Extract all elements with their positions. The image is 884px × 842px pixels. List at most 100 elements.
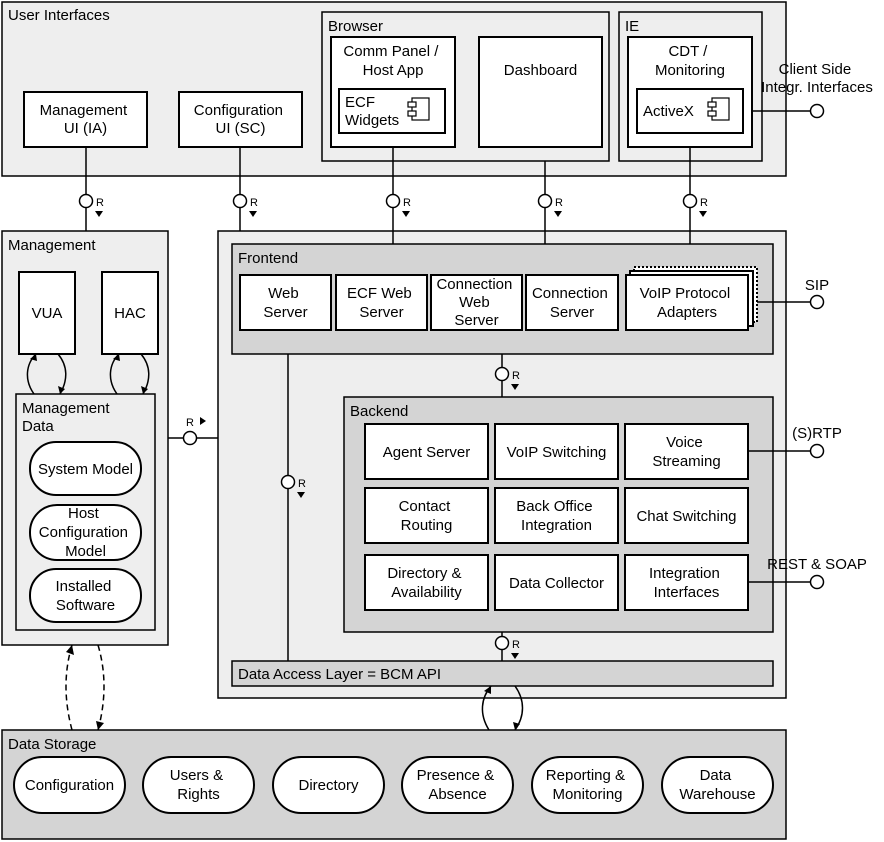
management-ui-label: Management UI (IA) [40, 102, 132, 137]
data-collector-label: Data Collector [509, 575, 604, 592]
port-circle [182, 430, 198, 446]
port-circle [537, 193, 553, 209]
port-arrow-down [511, 653, 519, 659]
connection-web-server-label-line: Server [454, 312, 498, 329]
client-side-label: Client Side Integr. Interfaces [761, 61, 873, 96]
comm-panel-label-line: Host App [363, 62, 424, 79]
port-arrow-right [200, 417, 206, 425]
cdt-monitoring-label-line: CDT / [668, 43, 708, 60]
storage-data-warehouse-label-line: Data [700, 767, 732, 784]
web-server-label-line: Web [268, 285, 299, 302]
integration-interfaces-box [624, 554, 749, 611]
port-circle [682, 193, 698, 209]
back-office-integration-label: Back Office Integration [516, 498, 597, 534]
directory-availability-box [364, 554, 489, 611]
comm-panel-label: Comm Panel / Host App [343, 43, 442, 79]
storage-presence-absence-box [401, 756, 514, 814]
port-label: R [186, 417, 194, 429]
interface-endpoint [809, 443, 825, 459]
data-collector-box [494, 554, 619, 611]
integration-interfaces-label: Integration Interfaces [649, 565, 724, 601]
interface-endpoint [809, 574, 825, 590]
port-arrow-down [297, 492, 305, 498]
storage-presence-absence-label-line: Presence & [417, 767, 495, 784]
host-config-model-box [29, 504, 142, 561]
component-icon [707, 97, 730, 121]
ecf-widgets-label: ECF Widgets [345, 94, 399, 129]
installed-software-label: Installed Software [55, 578, 115, 614]
storage-reporting-monitoring-label-line: Monitoring [552, 786, 622, 803]
vua-box [18, 271, 76, 355]
port-circle [280, 474, 296, 490]
dashboard-box [478, 36, 603, 148]
storage-data-warehouse-box [661, 756, 774, 814]
sip-label: SIP [805, 277, 829, 294]
voice-streaming-label: Voice Streaming [652, 434, 720, 470]
ecf-web-server-label-line: Server [359, 304, 403, 321]
port-arrow-down [402, 211, 410, 217]
rest-soap-label: REST & SOAP [767, 556, 867, 573]
system-model-box [29, 441, 142, 496]
port-label: R [250, 197, 258, 209]
voip-protocol-adapters-box [625, 274, 749, 331]
web-server-box [239, 274, 332, 331]
connection-web-server-box [430, 274, 523, 331]
agent-server-label: Agent Server [383, 444, 471, 461]
installed-software-label-line: Installed [55, 578, 111, 595]
interface-endpoint [809, 103, 825, 119]
client-side-label-line: Client Side [779, 61, 852, 78]
storage-users-rights-box [142, 756, 255, 814]
ecf-widgets-label-line: ECF [345, 94, 375, 111]
chat-switching-label: Chat Switching [636, 508, 736, 525]
connection-web-server-label: Connection Web Server [436, 276, 516, 329]
ports: R R R R R R R R R [78, 193, 708, 659]
connectors [85, 110, 811, 661]
port-label: R [512, 370, 520, 382]
voip-protocol-adapters-label-line: VoIP Protocol [640, 285, 731, 302]
storage-directory-label: Directory [298, 777, 359, 794]
system-model-label: System Model [38, 461, 133, 478]
port-arrow-down [95, 211, 103, 217]
storage-configuration-label: Configuration [25, 777, 114, 794]
cdt-monitoring-label: CDT / Monitoring [655, 43, 725, 79]
port-circle [494, 366, 510, 382]
storage-reporting-monitoring-label: Reporting & Monitoring [546, 767, 629, 803]
configuration-ui-box [178, 91, 303, 148]
port-circle [494, 635, 510, 651]
connection-web-server-label-line: Connection [436, 276, 512, 293]
group-data-storage-title: Data Storage [8, 736, 96, 753]
group-backend-title: Backend [350, 403, 408, 420]
group-frontend-title: Frontend [238, 250, 298, 267]
connection-server-label-line: Connection [532, 285, 608, 302]
port-label: R [96, 197, 104, 209]
cdt-monitoring-label-line: Monitoring [655, 62, 725, 79]
port-arrow-down [554, 211, 562, 217]
chat-switching-box [624, 487, 749, 544]
storage-presence-absence-label-line: Absence [428, 786, 486, 803]
port-arrow-down [699, 211, 707, 217]
group-ie-title: IE [625, 18, 639, 35]
group-management-data-title-line: Management [22, 400, 110, 417]
voip-protocol-adapters-label: VoIP Protocol Adapters [640, 285, 735, 321]
external-interfaces: Client Side Integr. Interfaces SIP (S)RT… [761, 61, 873, 590]
group-data-access-layer-title: Data Access Layer = BCM API [238, 666, 441, 683]
back-office-integration-label-line: Integration [521, 517, 592, 534]
storage-users-rights-label-line: Users & [170, 767, 223, 784]
storage-reporting-monitoring-box [531, 756, 644, 814]
connection-server-label: Connection Server [532, 285, 612, 321]
web-server-label: Web Server [263, 285, 307, 321]
dashboard-label: Dashboard [504, 62, 577, 79]
port-circle [385, 193, 401, 209]
sync-arrows [26, 353, 150, 395]
ecf-web-server-label-line: ECF Web [347, 285, 412, 302]
port-label: R [512, 639, 520, 651]
storage-configuration-box [13, 756, 126, 814]
contact-routing-label-line: Routing [401, 517, 453, 534]
back-office-integration-label-line: Back Office [516, 498, 592, 515]
voip-switching-label: VoIP Switching [507, 444, 607, 461]
voip-protocol-adapters-stack [625, 266, 758, 331]
directory-availability-label: Directory & Availability [387, 565, 465, 601]
back-office-integration-box [494, 487, 619, 544]
web-server-label-line: Server [263, 304, 307, 321]
port-arrow-down [511, 384, 519, 390]
